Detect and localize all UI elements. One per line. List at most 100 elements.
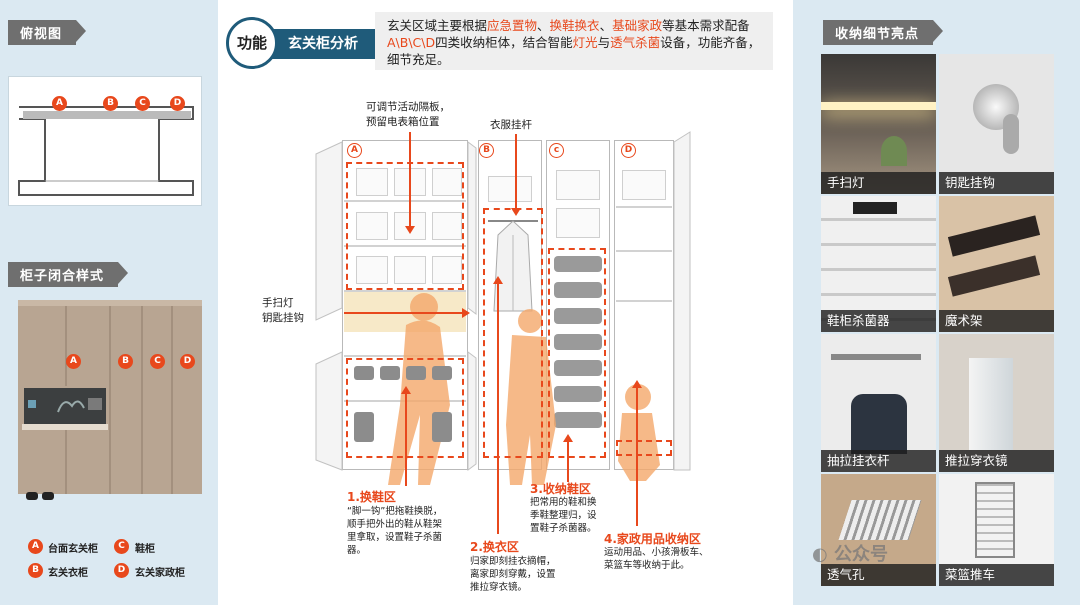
shelf	[616, 250, 672, 252]
zone4-desc: 运动用品、小孩滑板车、菜篮车等收纳于此。	[604, 547, 709, 571]
watermark-icon: ◐	[812, 544, 828, 565]
photo-sliding-mirror: 推拉穿衣镜	[939, 334, 1054, 472]
photo-shoe-sterilizer: 鞋柜杀菌器	[821, 196, 936, 332]
watermark-text: 公众号	[834, 544, 888, 565]
plan-drawing	[18, 106, 194, 196]
desc-sep-2: 、	[599, 18, 613, 33]
desc-text-2: 等基本需求配备	[662, 18, 750, 33]
zone3-title: 3.收纳鞋区	[530, 482, 591, 496]
desc-text-3: 四类收纳柜体，结合智能	[435, 35, 573, 50]
arrow-head	[401, 386, 411, 394]
photo-air-vent: 透气孔	[821, 474, 936, 586]
cab-dot-a: A	[347, 143, 362, 158]
desc-highlight-2: 换鞋换衣	[549, 18, 600, 33]
legend-label-a: 台面玄关柜	[48, 544, 98, 555]
arrow-light	[344, 312, 462, 314]
photo-caption: 手扫灯	[821, 172, 936, 194]
arrow-rod	[515, 134, 517, 210]
closed-style-tag: 柜子闭合样式	[8, 262, 129, 287]
right-panel: 收纳细节亮点 手扫灯 钥匙挂钩 鞋柜杀菌器 魔术架 抽拉挂衣杆 推拉穿衣镜 透气…	[793, 0, 1080, 605]
desc-text-4: 与	[597, 35, 611, 50]
zone-adjustable-shelf	[346, 162, 464, 290]
arrow-head	[462, 308, 470, 318]
photo-key-hook: 钥匙挂钩	[939, 54, 1054, 194]
bottom-shoe-rack	[354, 366, 452, 442]
plan-dot-b: B	[103, 96, 118, 111]
photo-basket-cart: 菜篮推车	[939, 474, 1054, 586]
desc-highlight-5: 灯光	[572, 35, 598, 50]
desc-highlight-4: A\B\C\D	[387, 35, 436, 50]
desc-highlight-3: 基础家政	[612, 18, 663, 33]
plan-view-tag: 俯视图	[8, 20, 87, 45]
photo-caption: 推拉穿衣镜	[939, 450, 1054, 472]
shelf	[344, 200, 466, 202]
photo-caption: 魔术架	[939, 310, 1054, 332]
storage-box	[356, 212, 388, 240]
plan-dot-c: C	[135, 96, 150, 111]
plan-dot-a: A	[52, 96, 67, 111]
photo-caption: 透气孔	[821, 564, 936, 586]
cab-dot-c: c	[549, 143, 564, 158]
closed-dot-d: D	[180, 354, 195, 369]
zone-clothes	[483, 208, 543, 458]
cab-dot-b: B	[479, 143, 494, 158]
ann-shelf-line1: 可调节活动隔板，	[366, 101, 450, 113]
photo-pull-out-rod: 抽拉挂衣杆	[821, 334, 936, 472]
storage-box	[356, 168, 388, 196]
storage-box	[432, 168, 462, 196]
shelf	[344, 290, 466, 292]
closed-dot-a: A	[66, 354, 81, 369]
title-circle: 功能	[226, 17, 278, 69]
closed-dot-c: C	[150, 354, 165, 369]
storage-box	[394, 256, 426, 284]
legend-label-d: 玄关家政柜	[135, 568, 185, 579]
arrow-zone4	[636, 386, 638, 526]
photo-caption: 钥匙挂钩	[939, 172, 1054, 194]
plan-view: A B C D	[8, 76, 202, 206]
photo-hand-sweep-light: 手扫灯	[821, 54, 936, 194]
photo-caption: 菜篮推车	[939, 564, 1054, 586]
legend-label-b: 玄关衣柜	[48, 568, 88, 579]
desc-sep-1: 、	[537, 18, 550, 33]
watermark: ◐ 公众号	[812, 540, 888, 566]
zone-shoe-storage	[548, 248, 606, 458]
arrow-zone2	[497, 282, 499, 534]
people-silhouettes	[388, 293, 660, 485]
zone-household	[616, 440, 672, 456]
details-tag: 收纳细节亮点	[823, 20, 944, 45]
shoe-rows	[554, 256, 602, 428]
storage-box	[356, 256, 388, 284]
legend-dot-d: D	[114, 563, 129, 578]
left-panel: 俯视图 A B C D 柜子闭合样式 A B	[0, 0, 218, 605]
ann-key-hook: 钥匙挂钩	[262, 312, 304, 324]
closed-cabinet-drawing	[18, 300, 202, 500]
ann-shelf-line2: 预留电表箱位置	[366, 116, 440, 128]
plan-dot-d: D	[170, 96, 185, 111]
storage-box	[432, 256, 462, 284]
shelf	[344, 245, 466, 247]
photo-caption: 抽拉挂衣杆	[821, 450, 936, 472]
arrow-zone1	[405, 392, 407, 486]
shelf	[616, 206, 672, 208]
storage-box	[556, 170, 600, 200]
desc-text-1: 玄关区域主要根据	[387, 18, 488, 33]
storage-box	[622, 170, 666, 200]
legend-dot-a: A	[28, 539, 43, 554]
arrow-head	[405, 226, 415, 234]
coat-on-rod	[488, 220, 538, 312]
arrow-head	[632, 380, 642, 388]
cab-dot-d: D	[621, 143, 636, 158]
storage-box	[432, 212, 462, 240]
desc-text-5: 设备，功能齐备，细节充足。	[387, 35, 761, 67]
photo-caption: 鞋柜杀菌器	[821, 310, 936, 332]
zone2-desc: 归家即刻挂衣摘帽，离家即刻穿戴，设置推拉穿衣镜。	[470, 556, 556, 593]
zone4-title: 4.家政用品收纳区	[604, 532, 701, 546]
legend-dot-b: B	[28, 563, 43, 578]
storage-box	[488, 176, 532, 202]
zone3-desc: 把常用的鞋和换季鞋整理归，设置鞋子杀菌器。	[530, 497, 597, 534]
zone2-title: 2.换衣区	[470, 540, 519, 554]
arrow-shelf	[409, 132, 411, 228]
legend-dot-c: C	[114, 539, 129, 554]
closed-dot-b: B	[118, 354, 133, 369]
arrow-head	[563, 434, 573, 442]
